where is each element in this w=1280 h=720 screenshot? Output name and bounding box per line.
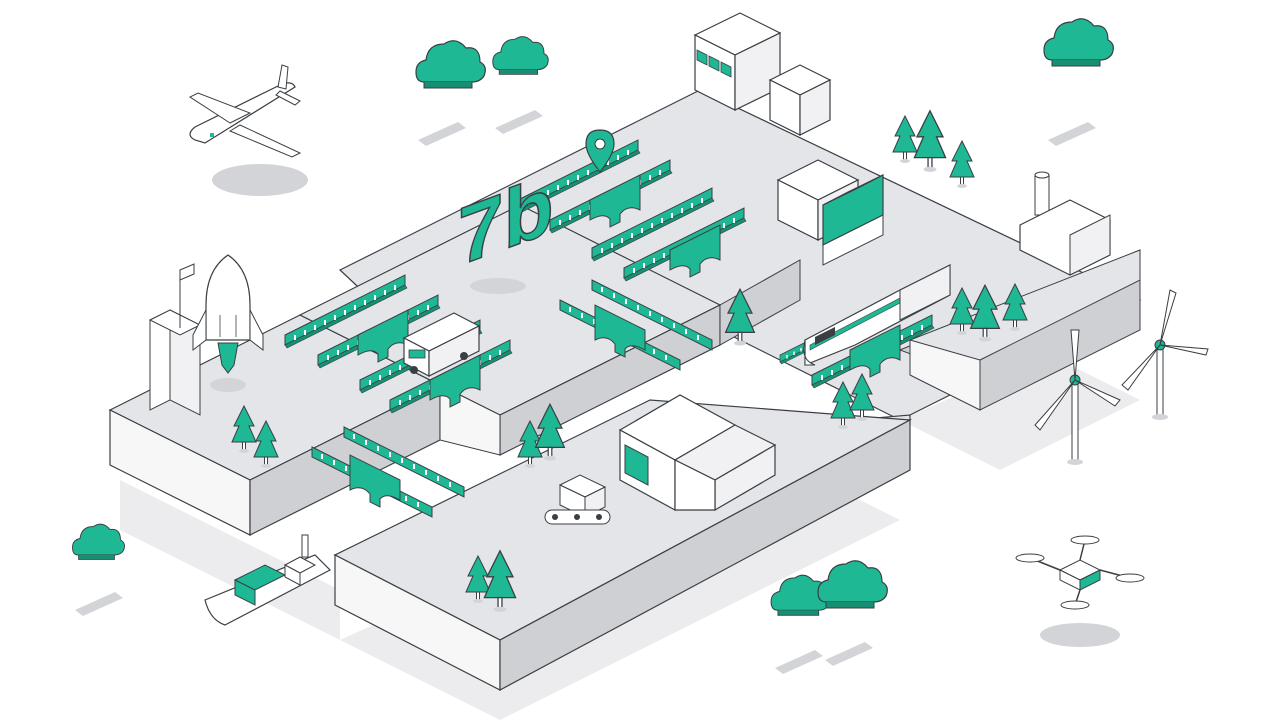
cloud-icon [72, 523, 125, 616]
location-pin-icon [585, 129, 615, 173]
cloud-icon [415, 40, 486, 146]
wind-turbine-icon [1121, 289, 1209, 420]
cloud-icon [770, 560, 888, 674]
house-icon [768, 64, 832, 136]
cloud-icon [1043, 18, 1114, 146]
wind-turbine-icon [1034, 329, 1121, 465]
store-icon [693, 12, 782, 111]
warehouse-icon [618, 394, 777, 512]
train-icon [803, 264, 951, 366]
cloud-icon [492, 36, 549, 134]
shipping-containers-icon [776, 159, 884, 266]
drone-icon [1015, 535, 1145, 647]
factory-icon [1019, 171, 1111, 276]
tree-icon [892, 110, 975, 189]
cargo-ship-icon [204, 534, 332, 626]
truck-icon [402, 312, 481, 377]
rocket-icon [192, 254, 264, 392]
delivery-robot-icon [544, 474, 611, 525]
airplane-icon [188, 64, 308, 196]
